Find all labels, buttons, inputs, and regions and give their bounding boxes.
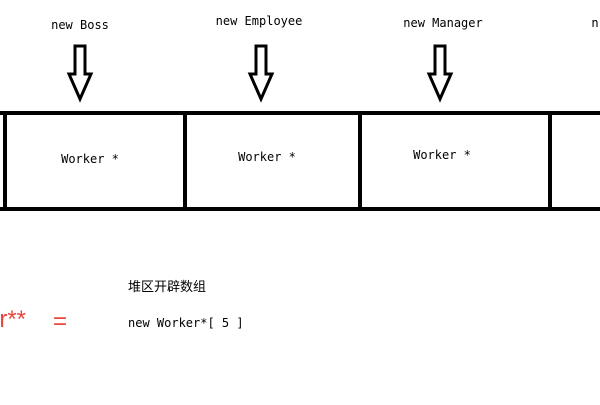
- array-cell-label: Worker *: [238, 150, 296, 164]
- array-cell-label: Worker *: [413, 148, 471, 162]
- arrow-down-icon: [247, 44, 275, 103]
- code-expression: new Worker*[ 5 ]: [128, 316, 244, 330]
- pointer-type-label: er**: [0, 306, 27, 333]
- label-new-manager: new Manager: [403, 16, 483, 30]
- equals-sign: =: [53, 308, 68, 335]
- arrow-down-icon: [66, 44, 94, 103]
- label-new-employee: new Employee: [215, 14, 303, 28]
- label-new-boss: new Boss: [51, 18, 109, 32]
- array-cell-label: Worker *: [61, 152, 119, 166]
- arrow-down-icon: [426, 44, 454, 103]
- heap-caption: 堆区开辟数组: [128, 280, 207, 295]
- label-new-partial: n: [591, 16, 599, 30]
